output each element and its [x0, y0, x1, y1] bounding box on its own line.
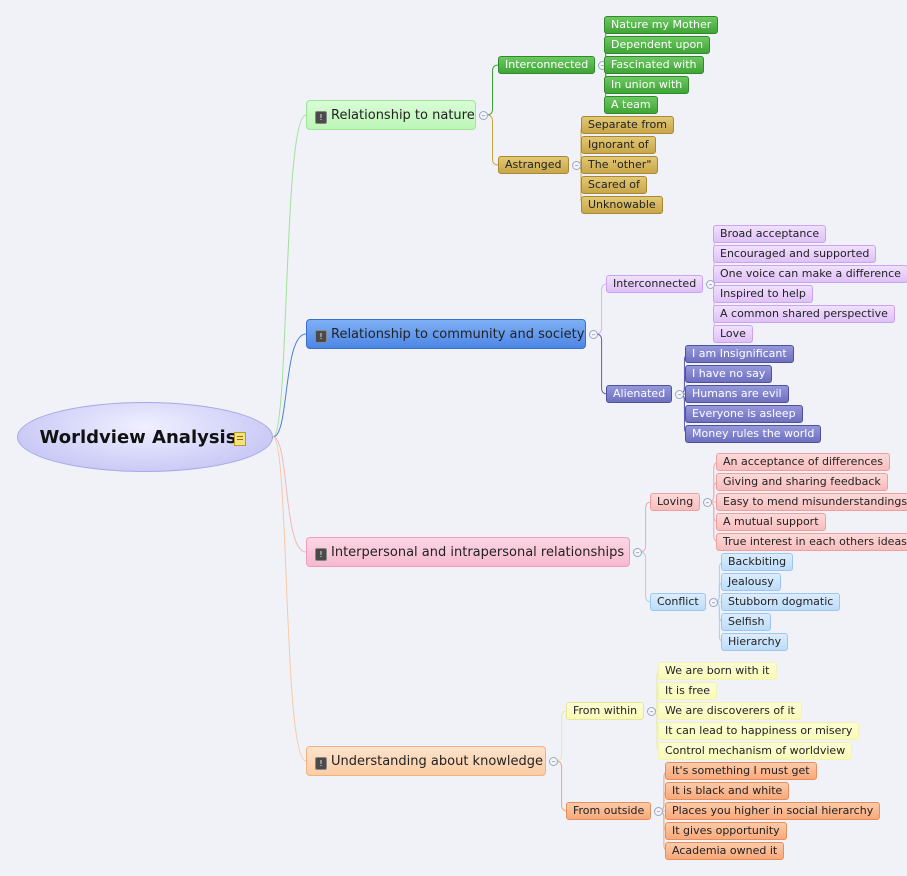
note-icon[interactable] — [234, 432, 246, 446]
leaf-topic[interactable]: The "other" — [581, 156, 659, 174]
leaf-topic[interactable]: Broad acceptance — [713, 225, 827, 243]
connector-line — [272, 436, 307, 553]
collapse-toggle[interactable]: – — [706, 280, 715, 289]
collapse-toggle[interactable]: – — [647, 707, 656, 716]
subtopic[interactable]: Loving — [650, 493, 701, 511]
leaf-topic[interactable]: We are discoverers of it — [658, 702, 802, 720]
leaf-topic[interactable]: Academia owned it — [665, 842, 785, 860]
connector-line — [272, 333, 307, 438]
leaf-topic[interactable]: Love — [713, 325, 753, 343]
subtopic[interactable]: Alienated — [606, 385, 673, 403]
leaf-topic[interactable]: Fascinated with — [604, 56, 704, 74]
leaf-topic[interactable]: Separate from — [581, 116, 674, 134]
leaf-topic[interactable]: Easy to mend misunderstandings — [716, 493, 907, 511]
main-topic[interactable]: ! Relationship to nature — [306, 100, 476, 130]
leaf-topic[interactable]: Dependent upon — [604, 36, 711, 54]
topic-marker-icon: ! — [315, 548, 327, 561]
connector-line — [272, 436, 307, 762]
leaf-topic[interactable]: Control mechanism of worldview — [658, 742, 853, 760]
subtopic[interactable]: Interconnected — [606, 275, 704, 293]
collapse-toggle[interactable]: – — [654, 807, 663, 816]
leaf-topic[interactable]: A mutual support — [716, 513, 826, 531]
subtopic[interactable]: Astranged — [498, 156, 569, 174]
subtopic[interactable]: From within — [566, 702, 645, 720]
main-topic[interactable]: ! Understanding about knowledge — [306, 746, 546, 776]
topic-marker-icon: ! — [315, 757, 327, 770]
connector-line — [555, 760, 568, 812]
leaf-topic[interactable]: A team — [604, 96, 658, 114]
collapse-toggle[interactable]: – — [675, 390, 684, 399]
leaf-topic[interactable]: Humans are evil — [685, 385, 789, 403]
leaf-topic[interactable]: It is black and white — [665, 782, 790, 800]
leaf-topic[interactable]: Stubborn dogmatic — [721, 593, 841, 611]
root-topic[interactable]: Worldview Analysis — [17, 402, 273, 472]
leaf-topic[interactable]: Unknowable — [581, 196, 663, 214]
leaf-topic[interactable]: I have no say — [685, 365, 773, 383]
leaf-topic[interactable]: It gives opportunity — [665, 822, 787, 840]
topic-marker-icon: ! — [315, 330, 327, 343]
connector-line — [555, 710, 568, 762]
leaf-topic[interactable]: In union with — [604, 76, 690, 94]
root-title: Worldview Analysis — [39, 427, 237, 448]
main-topic-label: Understanding about knowledge — [331, 754, 544, 769]
leaf-topic[interactable]: Nature my Mother — [604, 16, 719, 34]
leaf-topic[interactable]: Jealousy — [721, 573, 781, 591]
leaf-topic[interactable]: I am Insignificant — [685, 345, 794, 363]
main-topic-label: Relationship to nature — [331, 108, 475, 123]
main-topic[interactable]: ! Interpersonal and intrapersonal relatio… — [306, 537, 630, 567]
subtopic[interactable]: From outside — [566, 802, 652, 820]
collapse-toggle[interactable]: – — [589, 330, 598, 339]
leaf-topic[interactable]: Backbiting — [721, 553, 794, 571]
main-topic[interactable]: ! Relationship to community and society — [306, 319, 586, 349]
connector-line — [486, 114, 499, 166]
main-topic-label: Interpersonal and intrapersonal relation… — [331, 545, 625, 560]
collapse-toggle[interactable]: – — [479, 111, 488, 120]
leaf-topic[interactable]: Everyone is asleep — [685, 405, 803, 423]
connector-line — [595, 283, 608, 335]
leaf-topic[interactable]: True interest in each others ideas — [716, 533, 907, 551]
connector-line — [272, 114, 307, 438]
leaf-topic[interactable]: Money rules the world — [685, 425, 822, 443]
leaf-topic[interactable]: It's something I must get — [665, 762, 817, 780]
leaf-topic[interactable]: Giving and sharing feedback — [716, 473, 888, 491]
connector-line — [639, 501, 652, 553]
leaf-topic[interactable]: Ignorant of — [581, 136, 656, 154]
leaf-topic[interactable]: It can lead to happiness or misery — [658, 722, 860, 740]
leaf-topic[interactable]: A common shared perspective — [713, 305, 895, 323]
leaf-topic[interactable]: It is free — [658, 682, 718, 700]
leaf-topic[interactable]: Inspired to help — [713, 285, 813, 303]
leaf-topic[interactable]: One voice can make a difference — [713, 265, 907, 283]
topic-marker-icon: ! — [315, 111, 327, 124]
leaf-topic[interactable]: Scared of — [581, 176, 647, 194]
leaf-topic[interactable]: Selfish — [721, 613, 772, 631]
collapse-toggle[interactable]: – — [549, 757, 558, 766]
main-topic-label: Relationship to community and society — [331, 327, 585, 342]
leaf-topic[interactable]: Hierarchy — [721, 633, 789, 651]
leaf-topic[interactable]: We are born with it — [658, 662, 777, 680]
collapse-toggle[interactable]: – — [709, 598, 718, 607]
collapse-toggle[interactable]: – — [572, 161, 581, 170]
connector-line — [595, 333, 608, 395]
connector-line — [639, 551, 652, 603]
collapse-toggle[interactable]: – — [633, 548, 642, 557]
subtopic[interactable]: Interconnected — [498, 56, 596, 74]
leaf-topic[interactable]: Encouraged and supported — [713, 245, 877, 263]
subtopic[interactable]: Conflict — [650, 593, 706, 611]
connector-line — [486, 64, 499, 116]
leaf-topic[interactable]: An acceptance of differences — [716, 453, 890, 471]
leaf-topic[interactable]: Places you higher in social hierarchy — [665, 802, 881, 820]
collapse-toggle[interactable]: – — [703, 498, 712, 507]
